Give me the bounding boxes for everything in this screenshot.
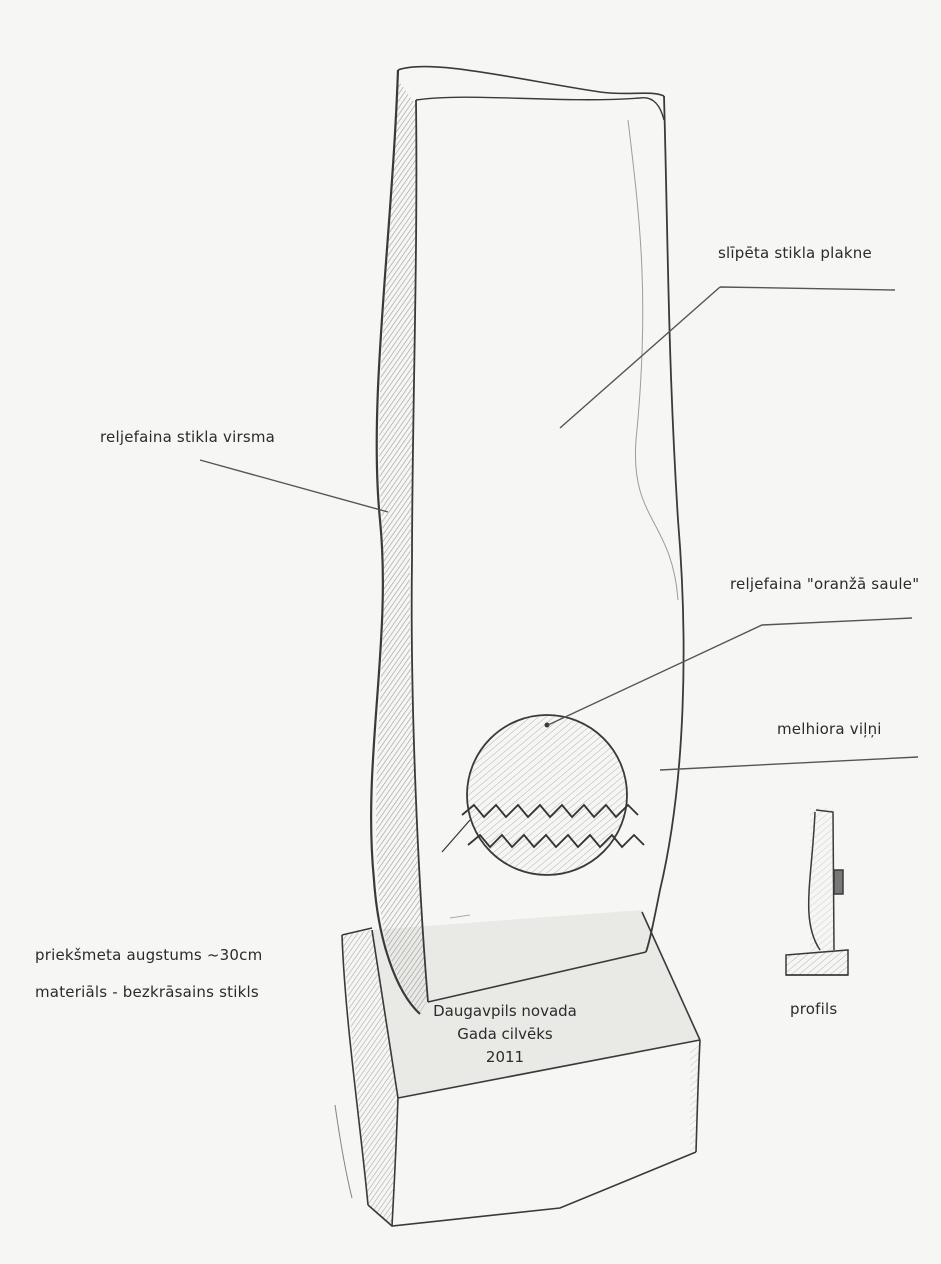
inscription-line-3: 2011: [430, 1046, 580, 1069]
label-cupronickel-waves: melhiora viļņi: [777, 720, 882, 738]
label-polished-plane: slīpēta stikla plakne: [718, 244, 872, 262]
inscription-line-1: Daugavpils novada: [430, 1000, 580, 1023]
orange-sun-disc: [467, 715, 627, 875]
pedestal-inscription: Daugavpils novada Gada cilvēks 2011: [430, 1000, 580, 1069]
label-height: priekšmeta augstums ~30cm: [35, 946, 262, 964]
label-orange-sun: reljefaina "oranžā saule": [730, 575, 919, 593]
inscription-line-2: Gada cilvēks: [430, 1023, 580, 1046]
label-material: materiāls - bezkrāsains stikls: [35, 983, 259, 1001]
label-profile: profils: [790, 1000, 837, 1018]
label-relief-surface: reljefaina stikla virsma: [100, 428, 275, 446]
